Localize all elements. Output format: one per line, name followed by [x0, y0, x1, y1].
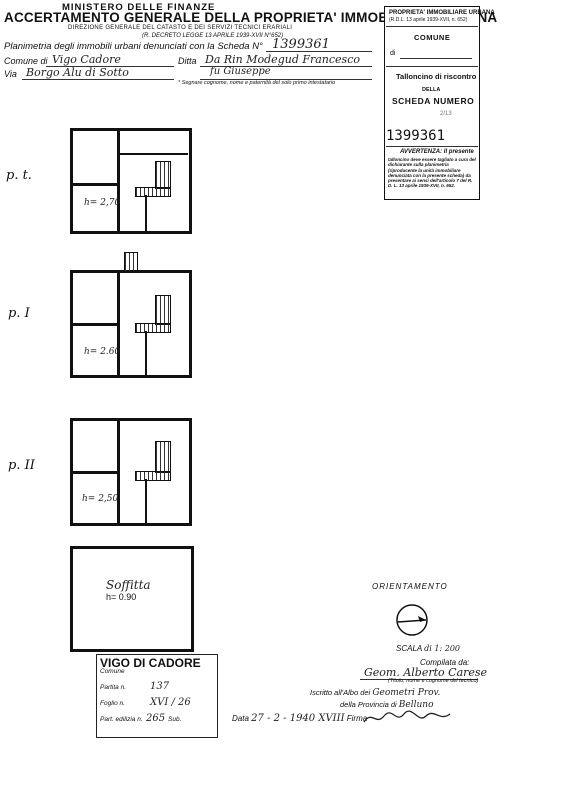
coupon-avvertenza: talloncino deve essere tagliato a cura d…: [388, 157, 476, 189]
coupon-title: Talloncino di riscontro: [396, 72, 477, 81]
underline: [266, 51, 372, 52]
planimetria-label: Planimetria degli immobili urbani denunc…: [4, 41, 263, 52]
via-label: Via: [4, 69, 17, 79]
provincia-label: della Provincia di: [340, 700, 397, 709]
floor-plan-second: [70, 418, 192, 526]
iscritto-line: Iscritto all'Albo dei Geometri Prov.: [310, 688, 440, 698]
coupon-number: 1399361: [386, 128, 446, 144]
via-value: Borgo Alu di Sotto: [26, 66, 129, 79]
coupon-top-line1: PROPRIETA' IMMOBILIARE URBANA: [389, 10, 495, 16]
ditta-value: Da Rin Modegud Francesco: [205, 53, 360, 66]
scale-line: SCALA di 1: 200: [396, 644, 460, 653]
height-label-attic: h= 0.90: [106, 592, 137, 602]
date-value: 27 - 2 - 1940 XVIII: [251, 713, 345, 724]
coupon-small-number: 2/13: [440, 111, 452, 117]
coupon-top-line2: (R.D.L. 13 aprile 1939-XVII, n. 652): [389, 17, 468, 23]
coupon-divider: [386, 26, 478, 27]
floor-plan-first: [70, 270, 192, 378]
floor-label-p1: p. I: [8, 306, 30, 321]
compass-icon: [396, 604, 428, 636]
stamp-sub-label: Sub.: [168, 716, 182, 723]
decree-line: (R. DECRETO LEGGE 13 APRILE 1939-XVII N°…: [142, 33, 284, 39]
direction-line: DIREZIONE GENERALE DEL CATASTO E DEI SER…: [68, 25, 293, 31]
coupon-di: di: [390, 50, 396, 57]
stamp-comune-label: Comune: [100, 668, 125, 675]
titolo-note: (Titolo, nome e cognome del tecnico): [388, 678, 479, 684]
compilata-label: Compilata da:: [420, 658, 470, 667]
stamp-partita-label: Partita n.: [100, 684, 127, 691]
comune-label: Comune di: [4, 56, 48, 66]
signature-icon: [363, 710, 451, 723]
document-title: ACCERTAMENTO GENERALE DELLA PROPRIETA' I…: [4, 10, 498, 25]
stamp-part-label: Part. edilizia n.: [100, 716, 143, 723]
ditta-label: Ditta: [178, 56, 197, 66]
albo-value: Geometri Prov.: [372, 688, 441, 698]
orientation-label: ORIENTAMENTO: [372, 582, 448, 591]
coupon-box: [384, 6, 480, 200]
attic-label: Soffitta: [106, 578, 151, 592]
stamp-foglio-value: XVI / 26: [150, 697, 191, 708]
scale-label: SCALA: [396, 644, 422, 653]
coupon-scheda: SCHEDA NUMERO: [392, 96, 475, 106]
coupon-comune: COMUNE: [414, 33, 451, 42]
date-line: Data 27 - 2 - 1940 XVIII Firma: [232, 713, 367, 724]
compiler-name: Geom. Alberto Carese: [364, 666, 488, 679]
height-label-p1: h= 2.60: [84, 347, 121, 357]
cadastral-stamp: [96, 654, 218, 738]
ministry-heading: MINISTERO DELLE FINANZE: [62, 2, 216, 13]
ditta-value-2: fu Giuseppe: [210, 66, 271, 77]
date-label: Data: [232, 714, 249, 723]
coupon-avvertenza-title: AVVERTENZA: Il presente: [400, 149, 474, 155]
coupon-divider: [386, 66, 478, 67]
segnare-note: * Segnare cognome, nome e paternità del …: [178, 80, 336, 86]
underline: [360, 679, 478, 680]
scale-value: di 1: 200: [424, 644, 460, 653]
stamp-part-value: 265: [146, 713, 166, 724]
floor-label-p2: p. II: [8, 458, 35, 473]
floor-label-pt: p. t.: [6, 168, 32, 183]
floor-plan-ground: [70, 128, 192, 234]
coupon-della: DELLA: [422, 87, 441, 93]
underline: [22, 79, 174, 80]
provincia-line: della Provincia di Belluno: [340, 700, 434, 710]
provincia-value: Belluno: [398, 700, 434, 710]
height-label-pt: h= 2,70: [84, 198, 121, 208]
firma-label: Firma: [346, 714, 368, 723]
comune-value: Vigo Cadore: [52, 53, 121, 66]
iscritto-label: Iscritto all'Albo dei: [310, 688, 371, 697]
underline: [400, 58, 472, 59]
scheda-number: 1399361: [272, 37, 330, 52]
height-label-p2: h= 2,50: [82, 494, 119, 504]
floor-plan-attic: [70, 546, 194, 652]
entrance-stairs: [124, 252, 138, 272]
coupon-divider: [386, 146, 478, 147]
underline: [200, 79, 372, 80]
stamp-foglio-label: Foglio n.: [100, 700, 125, 707]
stamp-partita-value: 137: [150, 681, 170, 692]
underline: [46, 66, 174, 67]
stamp-title: VIGO DI CADORE: [100, 656, 201, 670]
underline: [200, 66, 372, 67]
